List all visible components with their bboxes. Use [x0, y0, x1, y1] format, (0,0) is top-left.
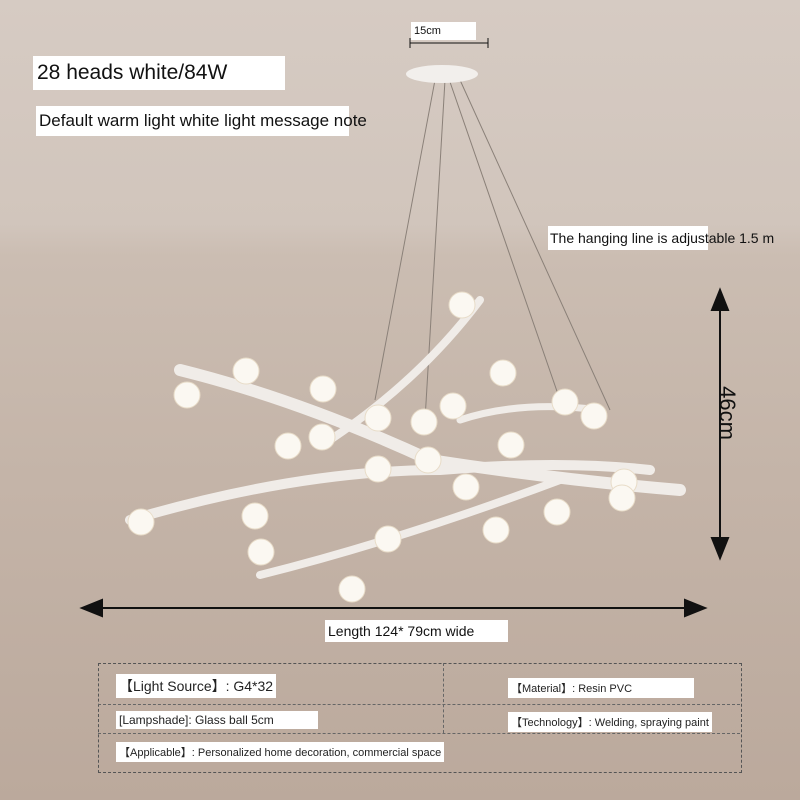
- divider: [98, 704, 740, 705]
- product-title: 28 heads white/84W: [33, 56, 285, 90]
- spec-table: [98, 663, 742, 773]
- hanging-line-note: The hanging line is adjustable 1.5 m: [548, 226, 775, 250]
- glass-globe: [452, 473, 480, 501]
- glass-globe: [439, 392, 467, 420]
- glass-globe: [551, 388, 579, 416]
- glass-globe: [127, 508, 155, 536]
- glass-globe: [364, 455, 392, 483]
- spec-lampshade: [Lampshade]: Glass ball 5cm: [116, 711, 318, 729]
- glass-globe: [543, 498, 571, 526]
- spec-applicable: 【Applicable】: Personalized home decorati…: [116, 742, 445, 762]
- glass-globe: [374, 525, 402, 553]
- glass-globe: [274, 432, 302, 460]
- glass-globe: [489, 359, 517, 387]
- glass-globe: [364, 404, 392, 432]
- divider: [443, 663, 444, 733]
- spec-light-source: 【Light Source】: G4*32: [116, 674, 277, 698]
- glass-globe: [247, 538, 275, 566]
- dimension-arrows: [79, 38, 730, 618]
- glass-globe: [308, 423, 336, 451]
- divider: [98, 733, 740, 734]
- ceiling-canopy: [406, 65, 478, 83]
- light-note: Default warm light white light message n…: [36, 106, 367, 136]
- glass-globe: [482, 516, 510, 544]
- glass-globe: [580, 402, 608, 430]
- glass-globe: [608, 484, 636, 512]
- canopy-dimension: 15cm: [411, 22, 476, 40]
- glass-globe: [173, 381, 201, 409]
- glass-globe: [497, 431, 525, 459]
- glass-globe: [414, 446, 442, 474]
- branches: [125, 296, 686, 579]
- glass-globe: [309, 375, 337, 403]
- glass-globe: [338, 575, 366, 603]
- height-dimension: 46cm: [714, 386, 740, 440]
- spec-technology: 【Technology】: Welding, spraying paint: [508, 712, 712, 732]
- width-dimension: Length 124* 79cm wide: [325, 620, 508, 642]
- glass-globe: [241, 502, 269, 530]
- glass-globe: [232, 357, 260, 385]
- glass-globe: [410, 408, 438, 436]
- glass-globe: [448, 291, 476, 319]
- glass-globes: [127, 291, 638, 603]
- spec-material: 【Material】: Resin PVC: [508, 678, 694, 698]
